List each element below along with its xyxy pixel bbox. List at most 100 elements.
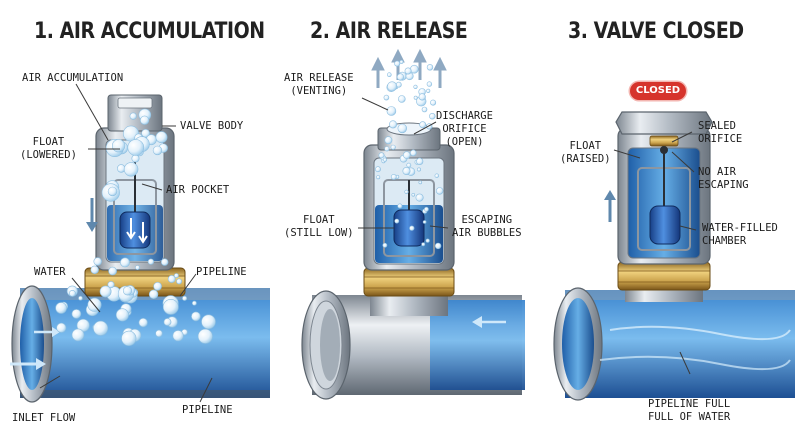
air-bubble <box>127 139 145 156</box>
air-bubble <box>121 330 137 347</box>
air-bubble <box>386 72 392 77</box>
air-bubble <box>153 281 162 291</box>
air-bubble <box>402 167 411 176</box>
panel2-title: 2. AIR RELEASE <box>310 19 468 44</box>
air-bubble <box>394 60 401 67</box>
air-bubble <box>423 206 429 212</box>
air-bubble <box>404 189 409 194</box>
label-air-pocket: AIR POCKET <box>166 184 230 196</box>
air-bubble <box>416 157 424 165</box>
label-pipeline-full: PIPELINE FULL FULL OF WATER <box>648 398 731 423</box>
air-bubble <box>155 131 168 144</box>
air-bubble <box>93 257 102 266</box>
air-bubble <box>406 162 412 168</box>
label-no-air-escaping: NO AIR ESCAPING <box>698 166 749 191</box>
label-pipeline-bottom: PIPELINE <box>182 404 233 416</box>
air-bubble <box>397 95 406 103</box>
label-air-release: AIR RELEASE (VENTING) <box>284 72 354 97</box>
air-bubble <box>147 258 154 265</box>
air-bubble <box>397 123 407 134</box>
air-bubble <box>201 314 216 330</box>
label-discharge-orifice: DISCHARGE ORIFICE (OPEN) <box>436 110 493 148</box>
air-bubble <box>122 286 133 296</box>
air-bubble <box>123 162 139 177</box>
air-bubble <box>115 308 129 322</box>
air-bubble <box>384 136 393 145</box>
air-bubble <box>69 289 76 297</box>
air-bubble <box>99 285 112 298</box>
air-bubble <box>413 84 418 89</box>
air-bubble <box>416 167 421 172</box>
panel2-art <box>301 48 525 400</box>
air-bubble <box>436 187 444 195</box>
air-bubble <box>434 242 442 250</box>
air-bubble <box>148 289 159 299</box>
air-bubble <box>155 329 163 338</box>
air-bubble <box>378 152 385 159</box>
label-air-accumulation: AIR ACCUMULATION <box>22 72 124 84</box>
air-bubble <box>152 145 163 156</box>
air-bubble <box>172 330 184 342</box>
air-bubble <box>375 166 381 173</box>
air-bubble <box>388 120 397 129</box>
air-bubble <box>167 275 176 283</box>
air-bubble <box>390 173 397 180</box>
air-bubble <box>415 193 424 202</box>
air-bubble <box>376 175 381 180</box>
label-valve-body: VALVE BODY <box>180 120 244 132</box>
air-bubble <box>409 149 417 157</box>
air-bubble <box>426 88 431 93</box>
air-bubble <box>93 320 109 336</box>
air-bubble <box>162 298 179 315</box>
air-bubble <box>140 115 150 125</box>
air-bubble <box>191 300 197 306</box>
air-bubble <box>426 81 433 87</box>
air-bubble <box>55 302 67 314</box>
air-bubble <box>138 318 148 328</box>
air-bubble <box>135 265 140 270</box>
label-sealed-orifice: SEALED ORIFICE <box>698 120 743 145</box>
label-float-still-low: FLOAT (STILL LOW) <box>284 214 354 239</box>
air-bubble <box>422 220 427 224</box>
air-bubble <box>396 73 405 81</box>
label-water-filled-chamber: WATER-FILLED CHAMBER <box>702 222 778 247</box>
air-bubble <box>176 278 182 285</box>
air-bubble <box>78 295 83 301</box>
label-inlet-flow: INLET FLOW <box>12 412 76 424</box>
air-bubble <box>120 257 130 268</box>
panel3-title: 3. VALVE CLOSED <box>568 19 744 44</box>
air-bubble <box>419 121 427 129</box>
air-bubble <box>108 266 117 276</box>
air-bubble <box>430 99 437 106</box>
label-water: WATER <box>34 266 66 278</box>
air-bubble <box>413 95 418 100</box>
label-escaping-air-bubbles: ESCAPING AIR BUBBLES <box>452 214 522 239</box>
air-bubble <box>426 64 434 71</box>
air-bubble <box>163 318 172 326</box>
label-float-lowered: FLOAT (LOWERED) <box>20 136 77 161</box>
air-bubble <box>387 81 398 92</box>
air-bubble <box>434 173 439 178</box>
air-bubble <box>384 146 390 152</box>
air-bubble <box>56 322 67 333</box>
air-bubble <box>394 218 400 224</box>
air-bubble <box>191 311 201 322</box>
air-bubble <box>71 309 82 319</box>
air-bubble <box>418 180 423 185</box>
air-bubble <box>129 112 137 120</box>
air-bubble <box>421 106 428 113</box>
air-bubble <box>382 157 388 162</box>
air-bubble <box>71 328 85 342</box>
panel3-art <box>553 111 795 401</box>
air-bubble <box>402 151 411 159</box>
air-bubble <box>409 64 419 74</box>
air-bubble <box>397 203 403 209</box>
air-bubble <box>111 139 126 153</box>
air-bubble <box>399 59 404 64</box>
panel1-art <box>10 94 270 403</box>
panel1-title: 1. AIR ACCUMULATION <box>34 19 265 44</box>
air-bubble <box>90 265 99 274</box>
air-bubble <box>404 67 412 75</box>
